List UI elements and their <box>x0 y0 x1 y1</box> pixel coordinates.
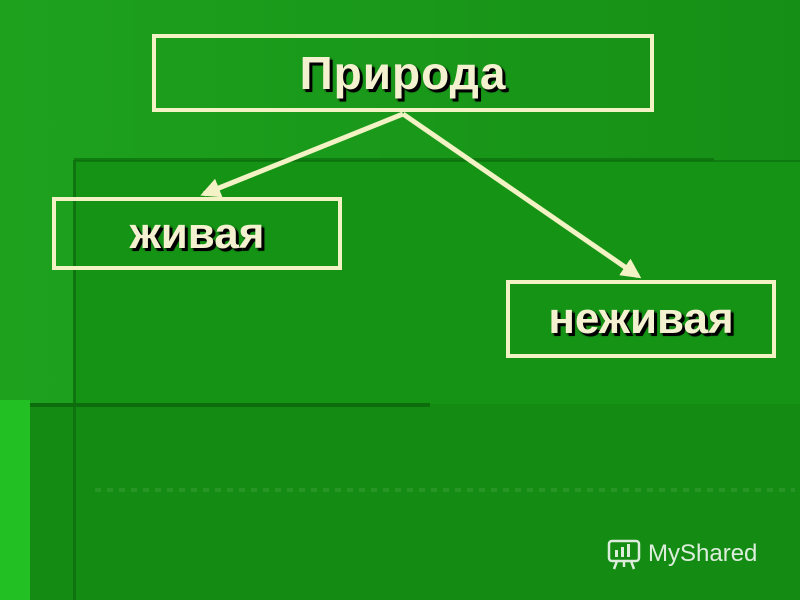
node-nature: Природа <box>152 34 654 112</box>
background-top-line <box>74 158 714 161</box>
node-nonliving-label: неживая <box>548 294 734 343</box>
watermark-text: MyShared <box>648 540 758 567</box>
arrow-to-nonliving <box>401 111 642 279</box>
background-left-strip <box>0 400 30 600</box>
presentation-board-icon <box>607 539 641 570</box>
background-horizontal-line <box>30 403 430 407</box>
node-living-label: живая <box>129 208 265 258</box>
arrow-to-living <box>200 111 404 198</box>
node-nonliving: неживая <box>506 280 776 358</box>
background-dotted-line <box>95 488 795 492</box>
node-nature-label: Природа <box>299 47 507 99</box>
node-living: живая <box>52 197 342 270</box>
background-lower-panel <box>30 404 800 600</box>
background-vertical-line <box>73 160 76 600</box>
watermark: MyShared <box>606 536 757 572</box>
